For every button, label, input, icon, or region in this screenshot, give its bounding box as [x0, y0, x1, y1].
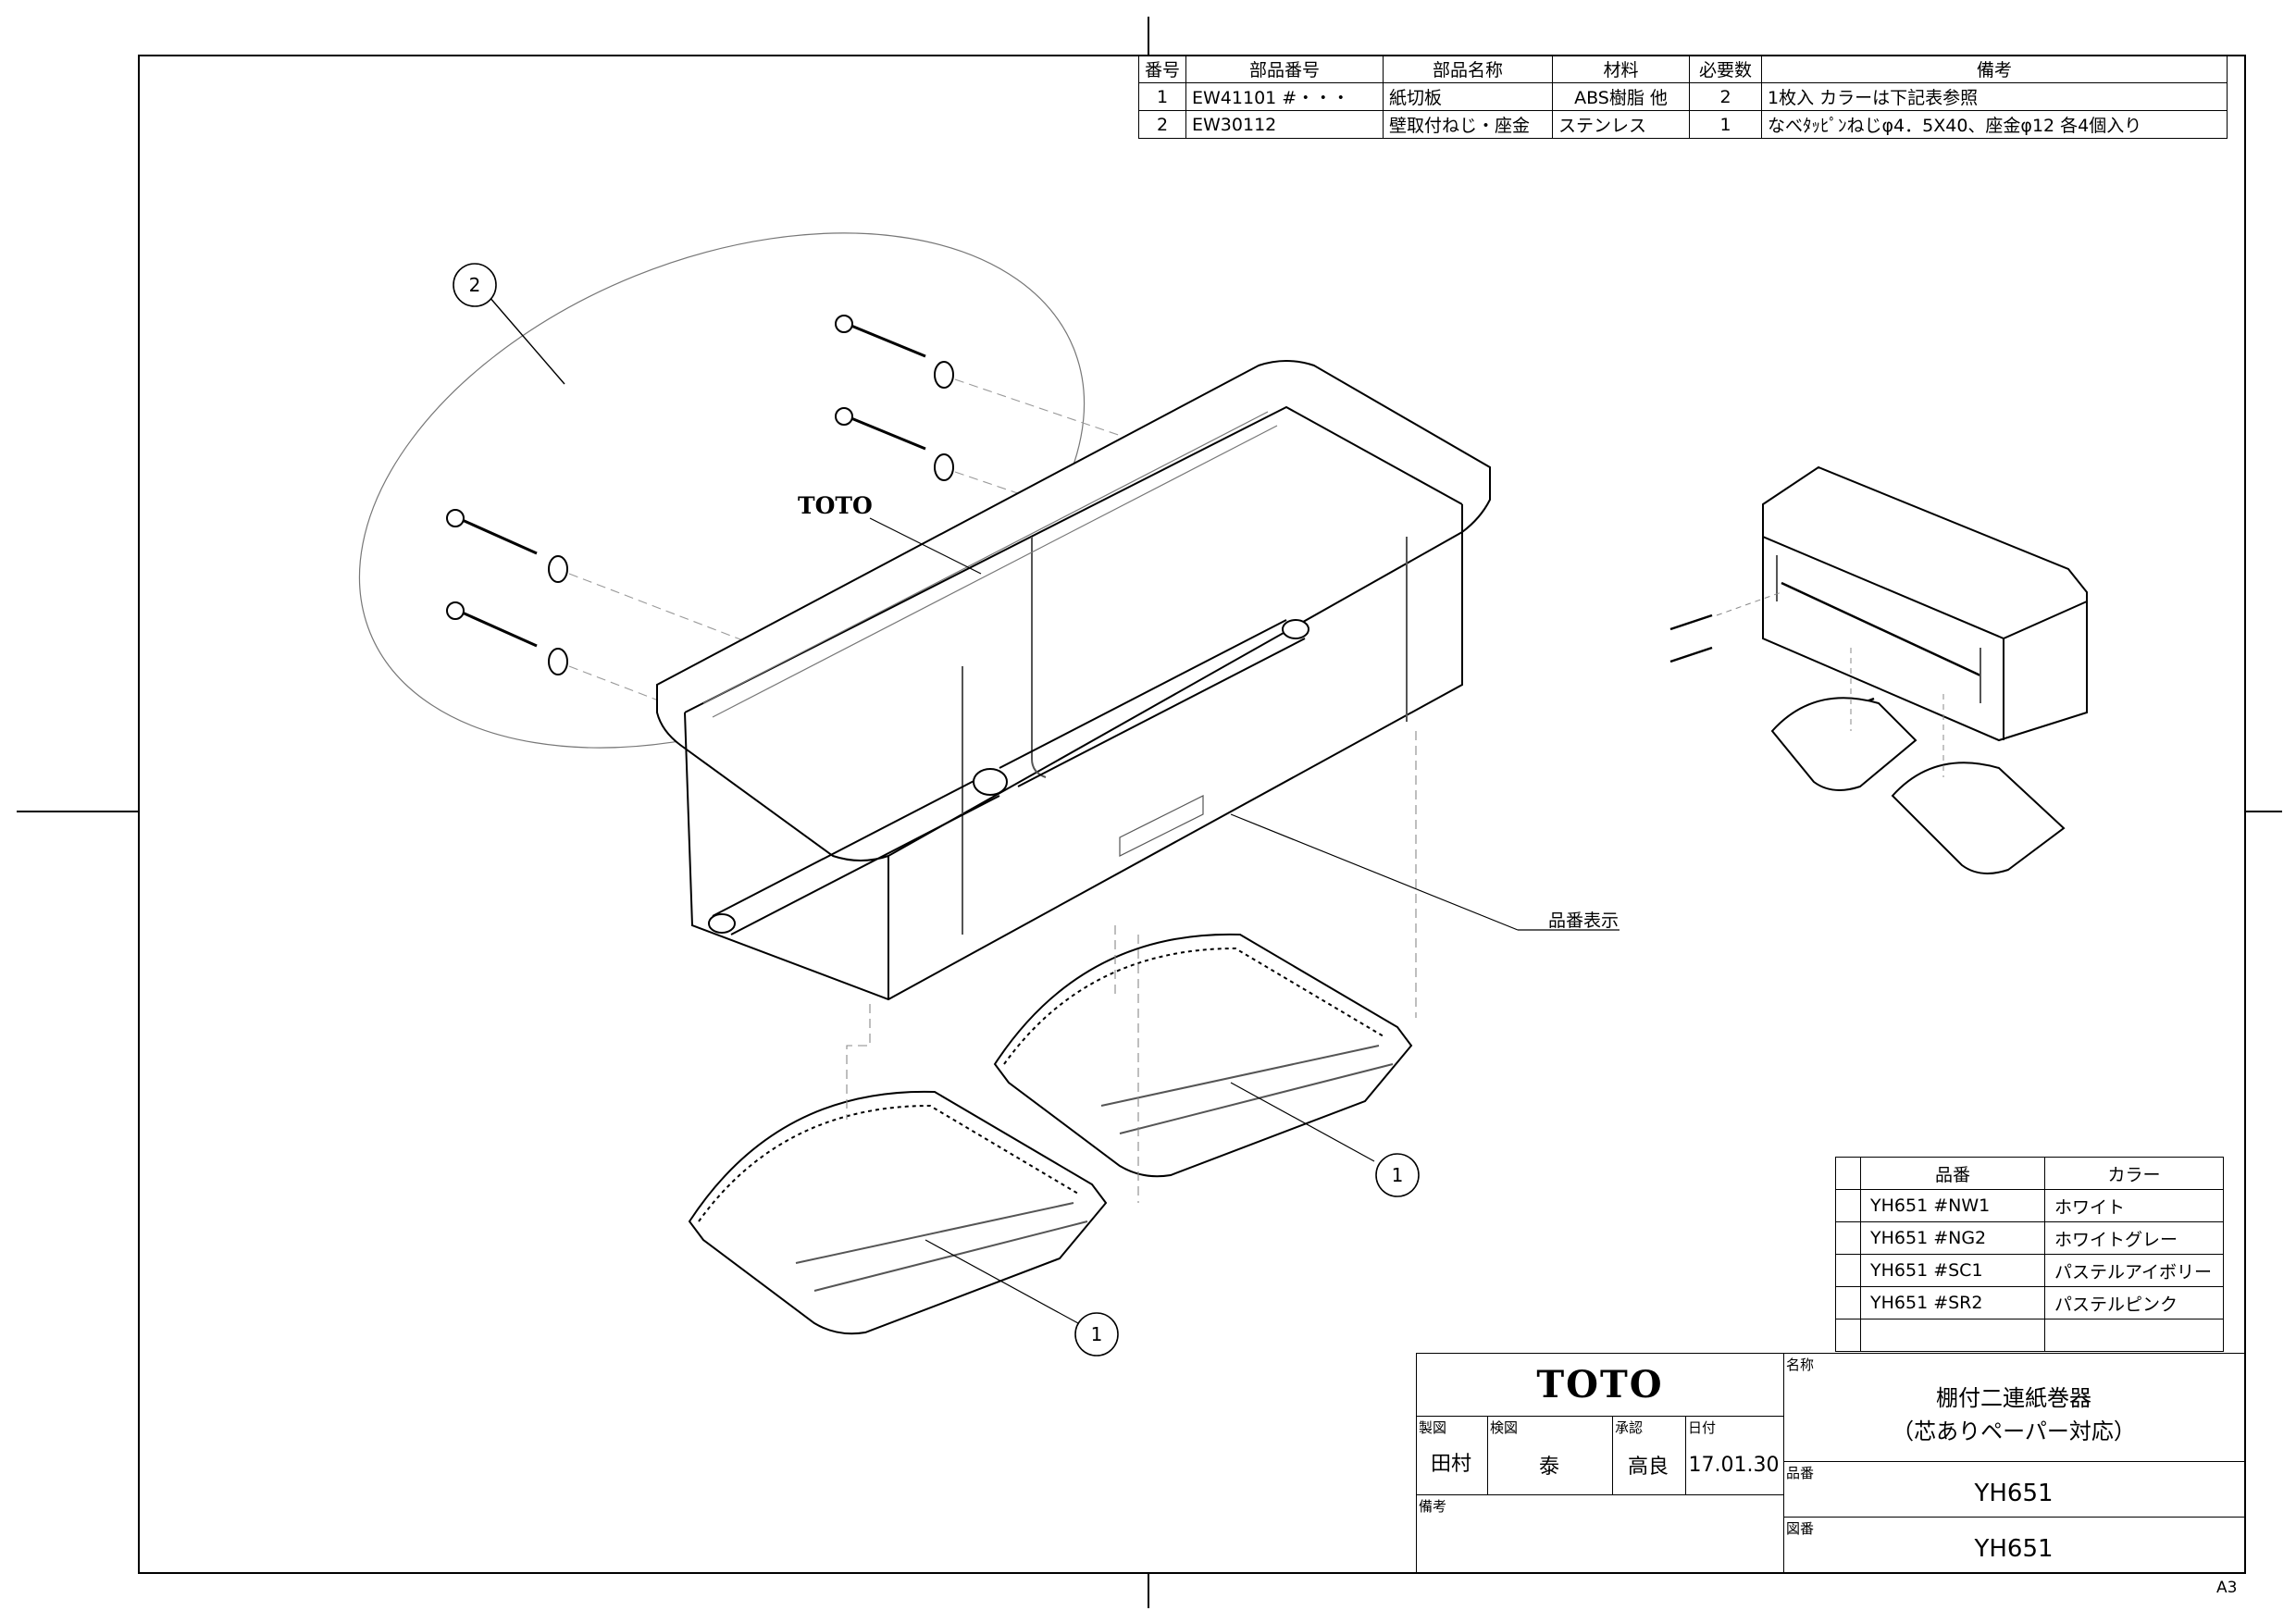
callout-screws: 2	[468, 274, 481, 296]
date-cell: 日付 17.01.30	[1685, 1416, 1784, 1495]
title-logo: TOTO	[1416, 1353, 1784, 1417]
checked-by: 泰	[1538, 1456, 1559, 1479]
header-product-number: 品番	[1860, 1157, 2045, 1190]
notes-cell: 備考	[1416, 1494, 1784, 1574]
header-material: 材料	[1552, 55, 1691, 83]
header-color: カラー	[2044, 1157, 2224, 1190]
callout-cutter-left: 1	[1090, 1323, 1103, 1345]
checked-cell: 検図 泰	[1487, 1416, 1613, 1495]
sheet-size: A3	[2216, 1579, 2238, 1597]
drawing-date: 17.01.30	[1688, 1453, 1780, 1477]
part-number: YH651	[1974, 1480, 2054, 1507]
header-part-number: 部品番号	[1185, 55, 1384, 83]
product-name-line2: （芯ありペーパー対応）	[1892, 1419, 2136, 1444]
header-part-name: 部品名称	[1383, 55, 1554, 83]
header-remarks: 備考	[1761, 55, 2228, 83]
drawn-cell: 製図 田村	[1416, 1416, 1488, 1495]
drawing-number: YH651	[1974, 1535, 2054, 1563]
drawn-by: 田村	[1430, 1453, 1471, 1476]
product-name-line1: 棚付二連紙巻器	[1936, 1385, 2091, 1411]
part-no-cell: 品番 YH651	[1783, 1461, 2246, 1518]
brand-label: TOTO	[798, 492, 873, 519]
table-row: 2 EW30112 壁取付ねじ・座金 ステンレス 1 なべﾀｯﾋﾟﾝねじφ4．5…	[1137, 110, 2228, 139]
assembled-view	[1669, 465, 2088, 874]
approved-by: 高良	[1627, 1456, 1669, 1479]
name-cell: 名称 棚付二連紙巻器 （芯ありペーパー対応）	[1783, 1353, 2246, 1462]
approved-cell: 承認 高良	[1612, 1416, 1686, 1495]
header-no: 番号	[1137, 55, 1187, 83]
drawing-no-cell: 図番 YH651	[1783, 1517, 2246, 1574]
header-quantity: 必要数	[1689, 55, 1763, 83]
paper-cutters	[688, 731, 1417, 1335]
callout-cutter-right: 1	[1391, 1164, 1404, 1186]
part-number-display-label: 品番表示	[1548, 911, 1620, 931]
parts-table: 番号 部品番号 部品名称 材料 必要数 備考 1 EW41101 #・・・ 紙切…	[1137, 55, 2228, 139]
shelf-body	[656, 360, 1620, 1001]
table-row	[1835, 1319, 2224, 1352]
table-row: 1 EW41101 #・・・ 紙切板 ABS樹脂 他 2 1枚入 カラーは下記表…	[1137, 82, 2228, 111]
